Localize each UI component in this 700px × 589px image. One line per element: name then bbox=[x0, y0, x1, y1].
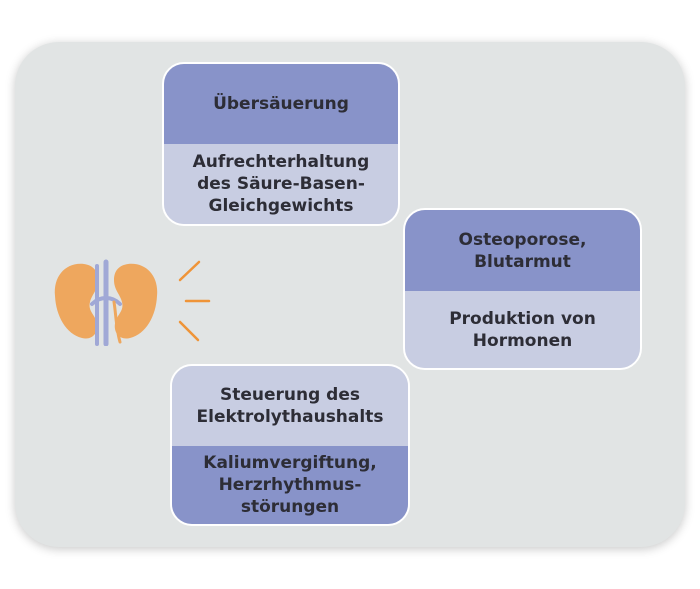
hormone-function: Produktion von Hormonen bbox=[405, 291, 640, 368]
hormone-consequence: Osteoporose, Blutarmut bbox=[405, 210, 640, 291]
electrolyte-card: Steuerung des Elektrolythaushalts Kalium… bbox=[170, 364, 410, 526]
acid-base-card: Übersäuerung Aufrechterhaltung des Säure… bbox=[162, 62, 400, 226]
hormone-card: Osteoporose, Blutarmut Produktion von Ho… bbox=[403, 208, 642, 370]
acid-base-consequence: Übersäuerung bbox=[164, 64, 398, 144]
electrolyte-consequence: Kaliumvergiftung, Herzrhythmus- störunge… bbox=[172, 446, 408, 524]
kidney-icon bbox=[54, 259, 158, 346]
electrolyte-function: Steuerung des Elektrolythaushalts bbox=[172, 366, 408, 446]
radiating-lines-icon bbox=[178, 260, 211, 342]
acid-base-function: Aufrechterhaltung des Säure-Basen- Gleic… bbox=[164, 144, 398, 224]
